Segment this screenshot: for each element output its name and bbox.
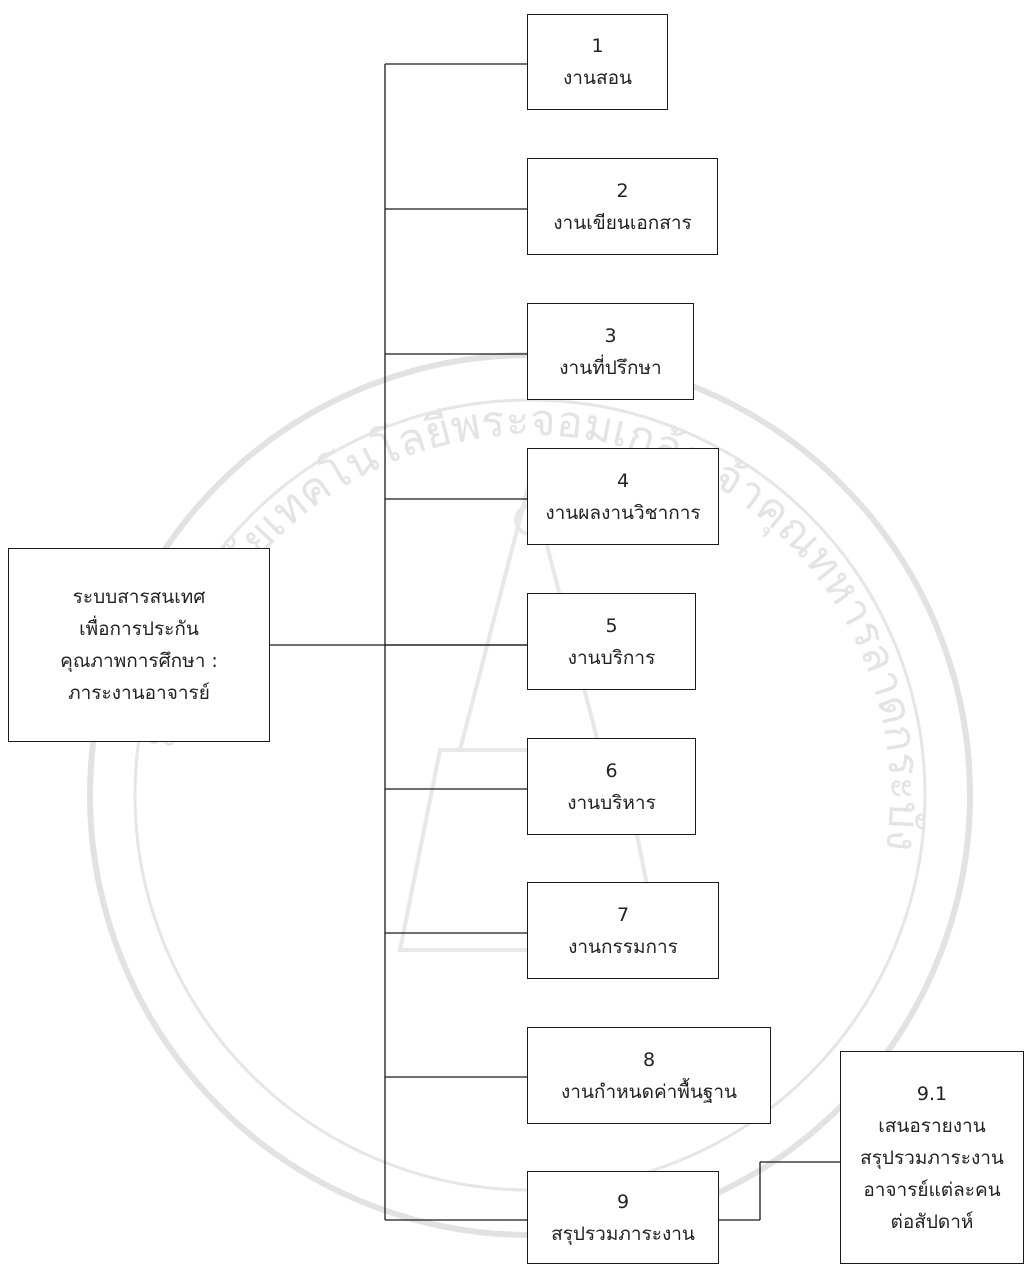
item-box-9: 9 สรุปรวมภาระงาน: [527, 1171, 719, 1264]
item-number: 6: [605, 759, 618, 782]
sub-item-line: เสนอรายงาน: [878, 1114, 986, 1137]
item-label: งานบริการ: [567, 646, 656, 669]
item-box-3: 3 งานที่ปรึกษา: [527, 303, 694, 400]
item-box-2: 2 งานเขียนเอกสาร: [527, 158, 718, 255]
item-number: 1: [591, 35, 604, 57]
item-box-8: 8 งานกำหนดค่าพื้นฐาน: [527, 1027, 771, 1124]
root-line: ภาระงานอาจารย์: [68, 682, 210, 704]
item-label: งานกรรมการ: [568, 935, 678, 958]
item-box-4: 4 งานผลงานวิชาการ: [527, 448, 719, 545]
root-box: ระบบสารสนเทศ เพื่อการประกัน คุณภาพการศึก…: [8, 548, 270, 742]
item-label: งานสอน: [563, 67, 632, 89]
item-number: 9: [616, 1190, 630, 1213]
root-line: ระบบสารสนเทศ: [72, 586, 206, 608]
root-line: คุณภาพการศึกษา :: [60, 650, 218, 672]
item-label: งานกำหนดค่าพื้นฐาน: [561, 1080, 737, 1103]
root-line: เพื่อการประกัน: [79, 618, 199, 640]
item-box-6: 6 งานบริหาร: [527, 738, 696, 835]
sub-item-number: 9.1: [916, 1082, 948, 1105]
sub-item-line: ต่อสัปดาห์: [890, 1210, 974, 1233]
item-label: งานบริหาร: [567, 791, 656, 814]
sub-item-line: อาจารย์แต่ละคน: [863, 1178, 1001, 1201]
sub-item-box: 9.1 เสนอรายงาน สรุปรวมภาระงาน อาจารย์แต่…: [840, 1051, 1024, 1264]
item-label: งานผลงานวิชาการ: [545, 501, 701, 524]
sub-item-line: สรุปรวมภาระงาน: [860, 1146, 1004, 1169]
item-number: 2: [616, 179, 629, 202]
item-label: สรุปรวมภาระงาน: [551, 1222, 695, 1245]
item-number: 8: [642, 1048, 656, 1071]
item-box-1: 1 งานสอน: [527, 14, 668, 110]
item-number: 7: [616, 903, 630, 926]
item-number: 4: [616, 469, 630, 492]
item-box-5: 5 งานบริการ: [527, 593, 696, 690]
item-number: 5: [605, 614, 618, 637]
item-number: 3: [604, 324, 617, 347]
item-box-7: 7 งานกรรมการ: [527, 882, 719, 979]
item-label: งานเขียนเอกสาร: [553, 211, 692, 234]
item-label: งานที่ปรึกษา: [559, 356, 662, 379]
